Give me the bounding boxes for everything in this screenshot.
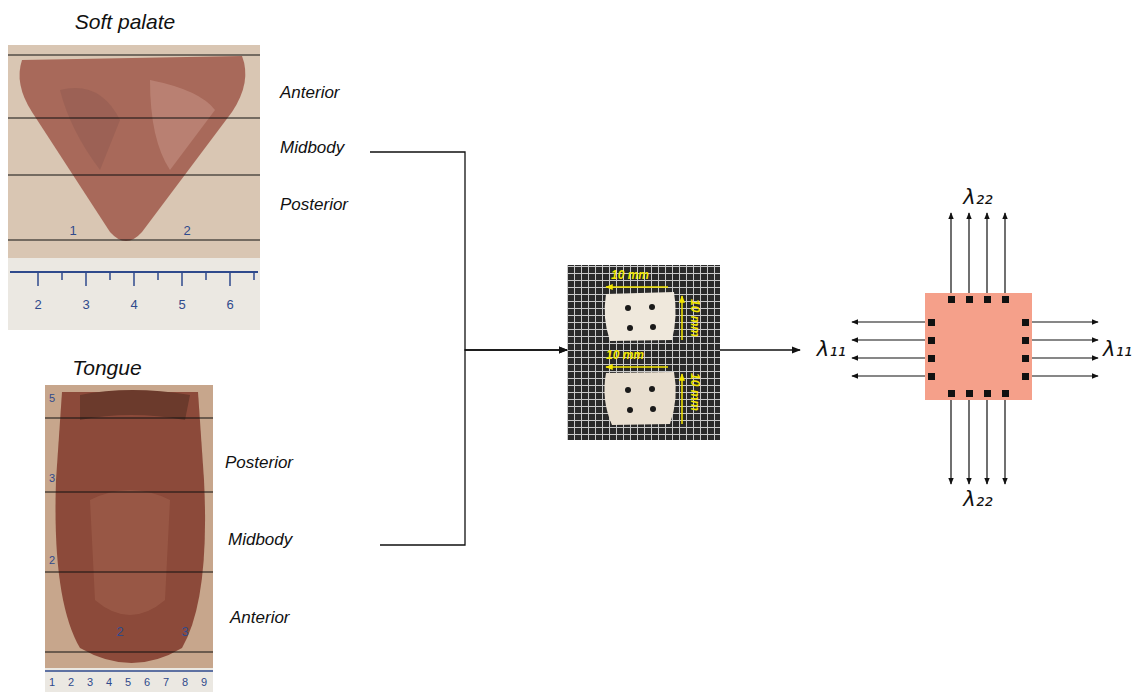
- panel-title: Tongue: [72, 356, 141, 379]
- ruler-number: 3: [49, 472, 55, 484]
- ruler-number: 3: [87, 676, 93, 688]
- ruler-number: 2: [183, 224, 190, 238]
- ruler-number: 4: [130, 298, 137, 312]
- tongue-panel: Tongue: [40, 355, 380, 692]
- ruler-number: 5: [49, 392, 55, 404]
- ruler-number: 7: [163, 676, 169, 688]
- region-label: Posterior: [280, 196, 348, 215]
- region-label: Anterior: [280, 84, 340, 103]
- ruler-number: 2: [68, 676, 74, 688]
- sample-photo: [567, 265, 720, 440]
- ruler-number: 9: [201, 676, 207, 688]
- soft-palate-photo: [8, 45, 260, 330]
- flow-connector: [720, 349, 800, 350]
- strain-label: λ₂₂: [963, 488, 992, 511]
- panel-title: Soft palate: [75, 10, 175, 33]
- ruler-number: 2: [49, 554, 55, 566]
- dimension-label: 10 mm: [687, 299, 700, 337]
- ruler-number: 3: [181, 625, 188, 639]
- strain-label: λ₁₁: [1103, 338, 1132, 361]
- flow-connector: [380, 350, 567, 545]
- ruler-number: 2: [116, 625, 123, 639]
- ruler-number: 2: [34, 298, 41, 312]
- region-label: Midbody: [228, 531, 292, 550]
- biaxial-load-box: λ₂₂ λ₁₁ λ₁₁ λ₂₂: [800, 180, 1138, 520]
- ruler-number: 5: [178, 298, 185, 312]
- strain-label: λ₂₂: [963, 186, 992, 209]
- dimension-label: 10 mm: [611, 269, 649, 282]
- region-label: Anterior: [230, 609, 290, 628]
- dimension-label: 10 mm: [687, 373, 700, 411]
- region-label: Posterior: [225, 454, 293, 473]
- ruler-number: 3: [82, 298, 89, 312]
- ruler-number: 6: [226, 298, 233, 312]
- ruler-number: 1: [69, 224, 76, 238]
- ruler-number: 8: [182, 676, 188, 688]
- tongue-photo: [45, 385, 213, 692]
- ruler-number: 5: [125, 676, 131, 688]
- flow-connector: [370, 152, 567, 350]
- strain-label: λ₁₁: [817, 338, 846, 361]
- ruler-number: 6: [144, 676, 150, 688]
- region-label: Midbody: [280, 139, 344, 158]
- sample-photo-box: 10 mm 10 mm 10 mm 10 mm: [567, 265, 720, 440]
- dimension-label: 10 mm: [606, 349, 644, 362]
- ruler-number: 4: [106, 676, 112, 688]
- biaxial-specimen: [852, 213, 1098, 484]
- ruler-number: 1: [49, 676, 55, 688]
- soft-palate-panel: Soft palate: [8, 10, 370, 332]
